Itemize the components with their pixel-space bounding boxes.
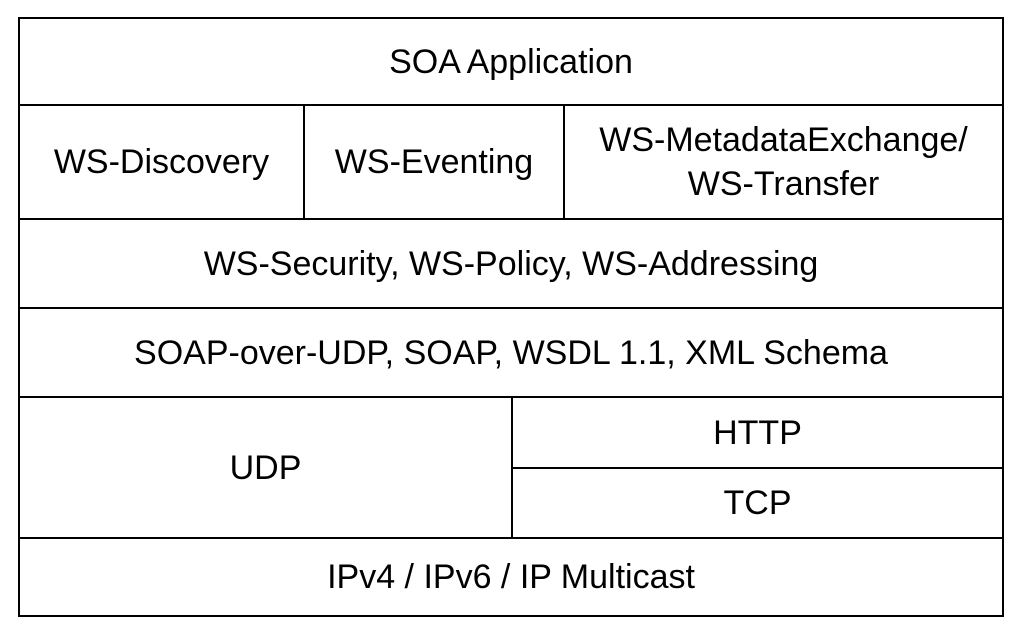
ws-metadata-label-line1: WS-MetadataExchange/ — [599, 121, 968, 159]
soap-layer: SOAP-over-UDP, SOAP, WSDL 1.1, XML Schem… — [20, 309, 1002, 396]
ip-layer: IPv4 / IPv6 / IP Multicast — [20, 539, 1002, 615]
ws-security-layer: WS-Security, WS-Policy, WS-Addressing — [20, 220, 1002, 307]
tcp-layer: TCP — [513, 469, 1002, 537]
ws-eventing-layer: WS-Eventing — [305, 106, 563, 218]
soap-label: SOAP-over-UDP, SOAP, WSDL 1.1, XML Schem… — [134, 333, 888, 372]
divider-4 — [20, 396, 1002, 398]
divider-http-tcp — [513, 467, 1002, 469]
soa-application-label: SOA Application — [389, 42, 633, 81]
divider-v-3 — [511, 398, 513, 537]
divider-3 — [20, 307, 1002, 309]
divider-v-2 — [563, 106, 565, 218]
ws-security-label: WS-Security, WS-Policy, WS-Addressing — [203, 244, 819, 283]
divider-v-1 — [303, 106, 305, 218]
soa-application-layer: SOA Application — [20, 19, 1002, 104]
ip-label: IPv4 / IPv6 / IP Multicast — [327, 558, 695, 596]
protocol-stack-diagram: SOA Application WS-Discovery WS-Eventing… — [18, 17, 1004, 617]
ws-metadata-layer: WS-MetadataExchange/ WS-Transfer — [565, 106, 1002, 218]
http-layer: HTTP — [513, 398, 1002, 467]
udp-label: UDP — [229, 448, 302, 487]
ws-metadata-label-line2: WS-Transfer — [687, 165, 880, 203]
divider-5 — [20, 537, 1002, 539]
ws-eventing-label: WS-Eventing — [334, 143, 534, 181]
divider-2 — [20, 218, 1002, 220]
ws-discovery-layer: WS-Discovery — [20, 106, 303, 218]
divider-1 — [20, 104, 1002, 106]
ws-discovery-label: WS-Discovery — [53, 143, 270, 181]
http-label: HTTP — [713, 413, 802, 452]
udp-layer: UDP — [20, 398, 511, 537]
tcp-label: TCP — [723, 484, 792, 522]
